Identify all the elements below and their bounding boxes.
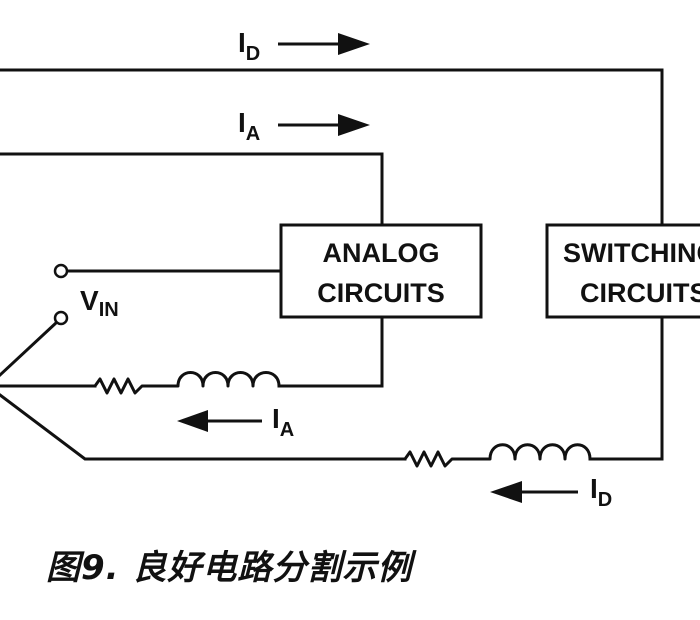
analog-return-to-block — [277, 315, 384, 388]
arrow-right-icon — [338, 114, 370, 136]
digital-resistor — [403, 450, 487, 468]
arrow-right-icon — [338, 33, 370, 55]
digital-inductor — [483, 443, 592, 461]
digital-return-current-label: ID — [590, 473, 612, 511]
analog-supply-current-label: IA — [238, 107, 260, 145]
analog-inductor — [160, 371, 281, 388]
switching-circuits-block — [545, 223, 700, 319]
arrow-left-icon — [490, 481, 522, 503]
digital-supply-current-label: ID — [238, 27, 260, 65]
vin-terminal-bottom — [53, 310, 69, 326]
analog-return-current-label: IA — [272, 403, 294, 441]
analog-block-line1: ANALOG — [323, 238, 440, 268]
vin-return-wire — [0, 319, 60, 378]
digital-supply-wire — [0, 68, 664, 227]
vin-terminal-top — [53, 263, 69, 279]
vin-label: VIN — [80, 285, 119, 321]
analog-block-line2: CIRCUITS — [317, 278, 445, 308]
analog-resistor — [93, 377, 164, 395]
digital-return-to-block — [588, 315, 664, 461]
digital-return-wire — [0, 393, 407, 461]
figure-caption: 图9. 良好电路分割示例 — [46, 548, 413, 588]
analog-supply-wire — [0, 152, 384, 227]
arrow-left-icon — [177, 410, 208, 432]
switching-block-line1: SWITCHING — [563, 238, 700, 268]
switching-block-line2: CIRCUITS — [580, 278, 700, 308]
